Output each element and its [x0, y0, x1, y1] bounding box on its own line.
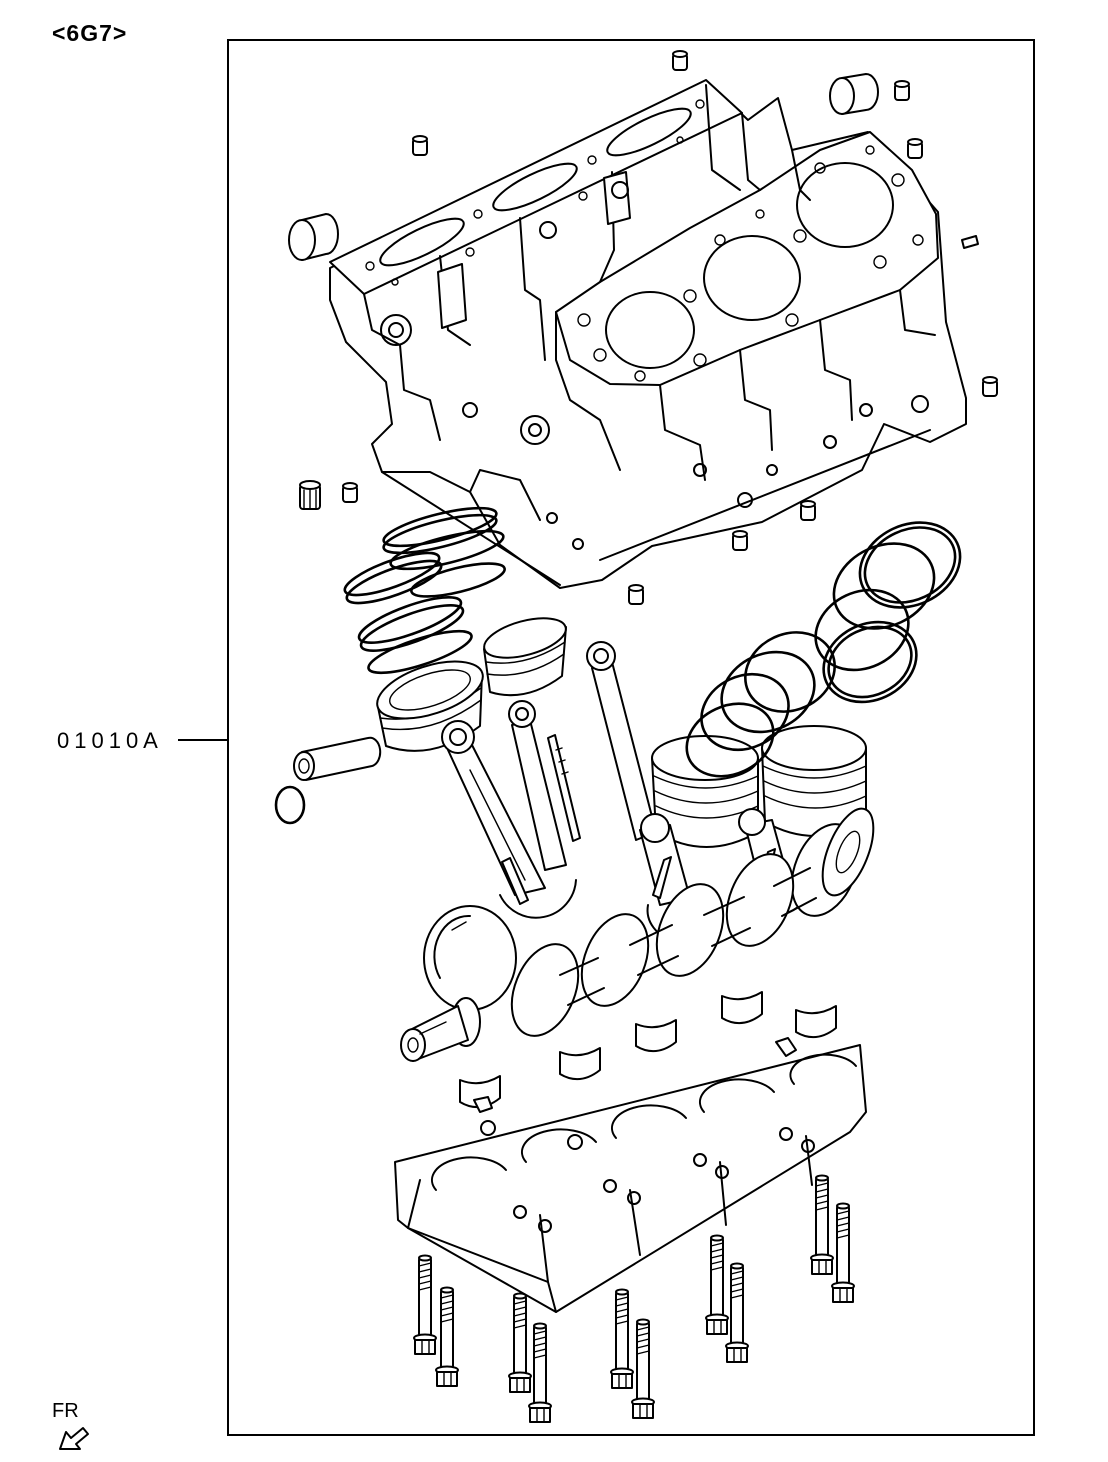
- dowel-pin: [894, 80, 910, 101]
- dowel-pin: [628, 584, 644, 605]
- dowel-pin: [907, 138, 923, 159]
- connecting-rod-left-2: [508, 700, 567, 871]
- block-small-parts: [288, 50, 998, 605]
- bolt: [631, 1318, 655, 1419]
- dowel-pin: [800, 500, 816, 521]
- left-bore-2: [492, 162, 578, 212]
- crank-counterweight: [655, 883, 725, 977]
- cylinder-block: [329, 79, 967, 589]
- small-pin: [961, 235, 979, 249]
- dowel-pin: [672, 50, 688, 71]
- block-boss-tab: [437, 263, 467, 329]
- block-bolt-holes: [380, 181, 929, 550]
- crank-counterweight: [580, 913, 650, 1007]
- expansion-plug-right: [829, 73, 879, 115]
- bolt: [435, 1286, 459, 1387]
- crank-journals: [559, 867, 817, 1006]
- dowel-pin: [412, 135, 428, 156]
- piston-rings-right: [685, 521, 962, 778]
- part-callout-label[interactable]: 01010A: [57, 728, 163, 753]
- snap-ring: [274, 785, 306, 825]
- left-deck-holes: [365, 99, 705, 286]
- gasket-holes: [577, 145, 924, 382]
- connecting-rod-left-1: [441, 720, 577, 919]
- right-bore-3: [796, 162, 894, 248]
- bolt: [705, 1234, 729, 1335]
- bearing-cap-ladder: [394, 1044, 867, 1313]
- ladder-bolt-holes: [513, 1127, 815, 1233]
- piston-right-1: [651, 735, 759, 848]
- dowel-pin: [732, 530, 748, 551]
- crankshaft: [400, 807, 875, 1062]
- piston-pin: [293, 736, 382, 781]
- crank-rear-flange: [821, 807, 875, 897]
- piston-rings-left: [343, 506, 506, 675]
- bolt: [610, 1288, 634, 1389]
- front-direction-label: FR: [52, 1400, 79, 1422]
- dowel-pin: [982, 376, 998, 397]
- oil-jet-nut: [299, 480, 321, 510]
- left-bore-3: [606, 107, 692, 157]
- bolt: [508, 1292, 532, 1393]
- dowel-pin: [342, 482, 358, 503]
- piston-left-2: [483, 617, 567, 697]
- connecting-rod-left-3: [586, 641, 657, 841]
- bolt: [528, 1322, 552, 1423]
- right-bore-1: [605, 291, 695, 369]
- front-arrow-icon: [59, 1427, 89, 1450]
- crank-front-counterweight: [423, 905, 517, 1011]
- bolt: [831, 1202, 855, 1303]
- left-bore-1: [379, 217, 465, 267]
- diagram-code-label: <6G7>: [52, 20, 128, 46]
- main-bearing-shells: [459, 991, 837, 1150]
- crank-counterweight: [510, 943, 580, 1037]
- ladder-bearing-seats: [431, 1053, 857, 1191]
- bolt: [413, 1254, 437, 1355]
- right-bore-2: [703, 235, 801, 321]
- rod-bolts-left: [501, 734, 581, 905]
- bolt: [725, 1262, 749, 1363]
- bolt: [810, 1174, 834, 1275]
- expansion-plug-left: [288, 213, 339, 261]
- ladder-partitions: [407, 1135, 813, 1313]
- diagram-frame: [227, 39, 1035, 1436]
- crank-counterweight: [725, 853, 795, 947]
